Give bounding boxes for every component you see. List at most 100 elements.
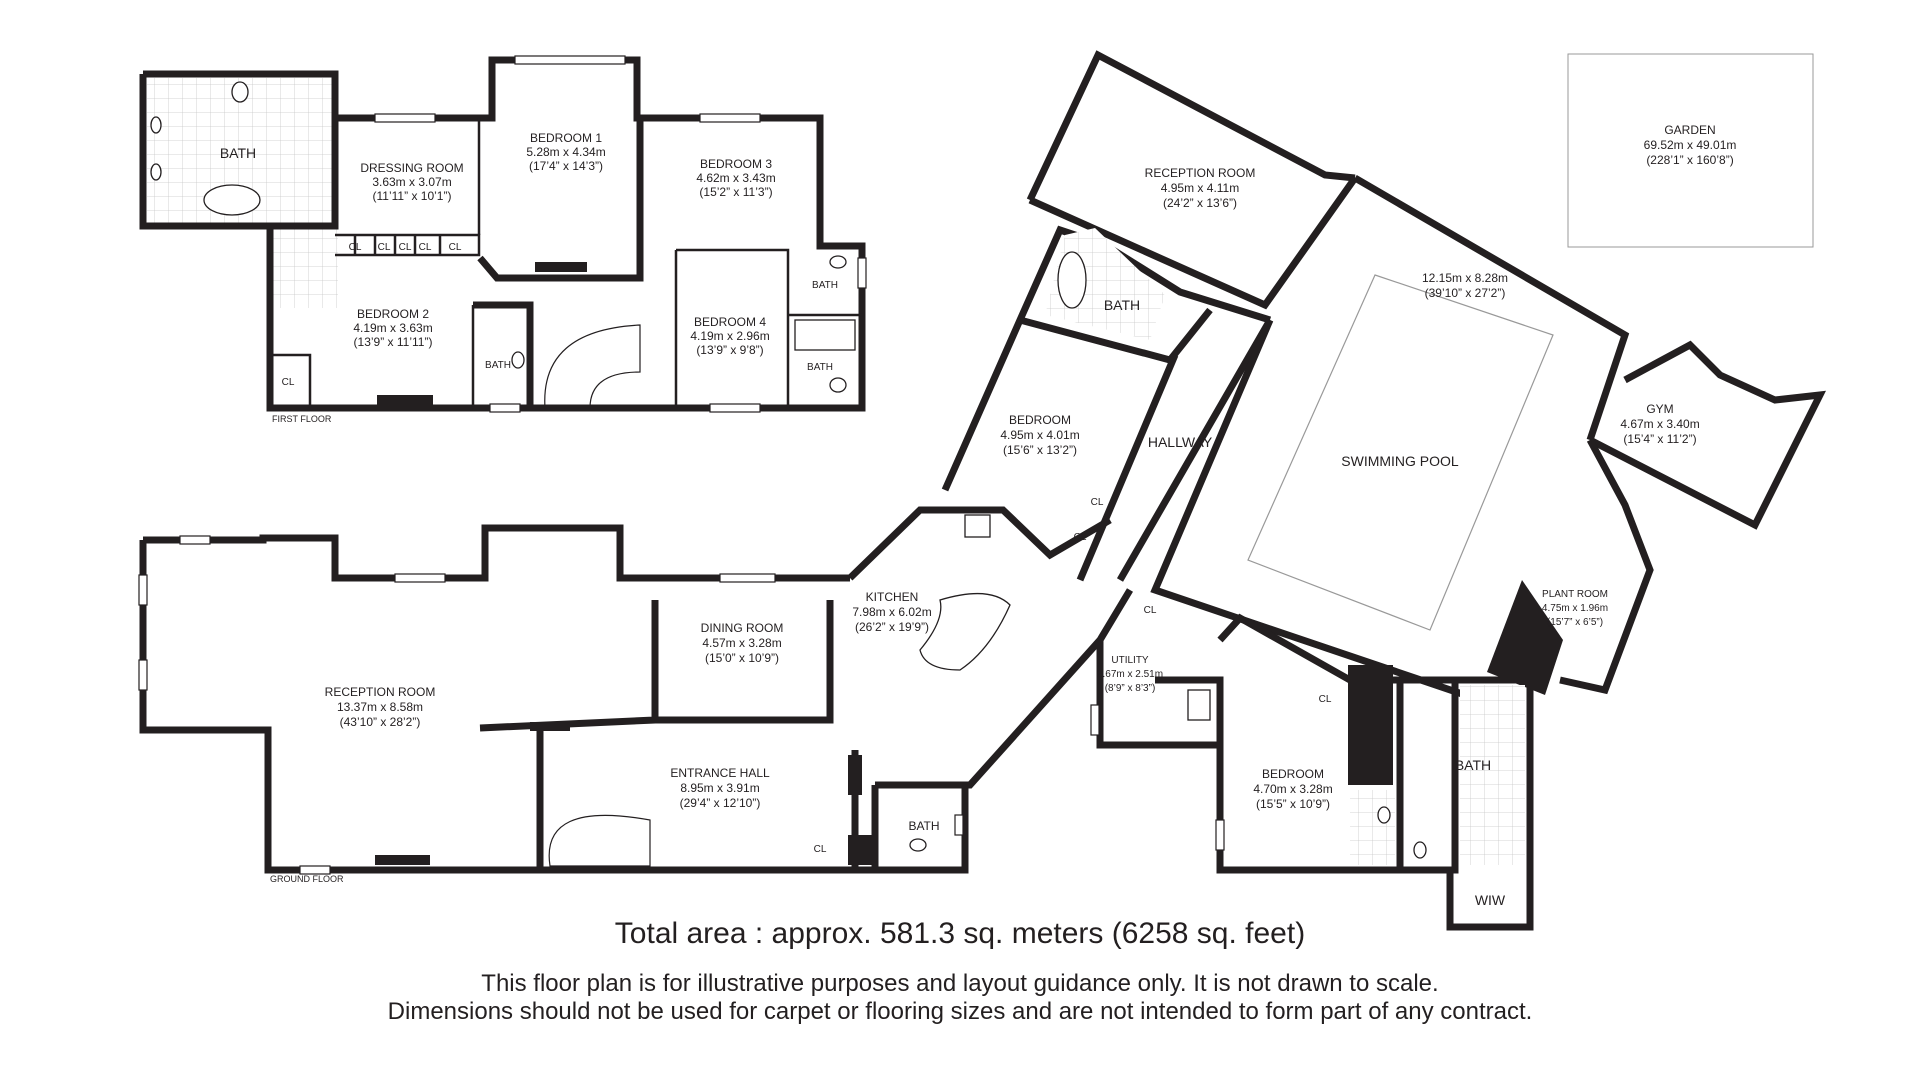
- first-floor-plan: BATH DRESSING ROOM 3.63m x 3.07m (11’11”…: [139, 55, 867, 424]
- dining-kitchen-wall: [655, 600, 834, 724]
- column: [1348, 665, 1393, 785]
- window: [1090, 704, 1100, 736]
- bedroom1-right-wall: [477, 118, 644, 282]
- bedroom1-label: BEDROOM 1: [530, 131, 602, 145]
- toilet: [829, 377, 847, 393]
- basin: [150, 116, 162, 134]
- disclaimer-line-1: This floor plan is for illustrative purp…: [481, 970, 1439, 997]
- window: [374, 113, 436, 123]
- kitchen-lower-diagonal: [875, 588, 1134, 789]
- disclaimer-line-2: Dimensions should not be used for carpet…: [387, 998, 1533, 1025]
- entrance-hall-label: ENTRANCE HALL: [670, 766, 770, 780]
- utility-label: UTILITY: [1111, 655, 1149, 666]
- bedroom3-metric: 4.62m x 3.43m: [696, 171, 775, 185]
- first-floor-labels: BATH DRESSING ROOM 3.63m x 3.07m (11’11”…: [220, 131, 838, 424]
- upper-bath-label: BATH: [1104, 297, 1140, 313]
- window: [138, 659, 148, 691]
- kitchen-island: [919, 592, 1011, 671]
- closet-label: CL: [399, 242, 412, 253]
- garden-metric: 69.52m x 49.01m: [1644, 138, 1737, 152]
- kitchen-imperial: (26’2” x 19’9”): [855, 620, 929, 634]
- reception-main-metric: 13.37m x 8.58m: [337, 700, 423, 714]
- bedroom2-label: BEDROOM 2: [357, 307, 429, 321]
- fireplace: [848, 755, 862, 795]
- toilet: [1413, 841, 1427, 859]
- dining-metric: 4.57m x 3.28m: [702, 636, 781, 650]
- lower-bath-tiles: [1350, 790, 1395, 865]
- pool-left-wall: [1150, 318, 1482, 704]
- closet-label: CL: [1319, 694, 1332, 705]
- bedroom3-imperial: (15’2” x 11’3”): [699, 185, 772, 199]
- dressing-room-label: DRESSING ROOM: [360, 161, 463, 175]
- dining-imperial: (15’0” x 10’9”): [705, 651, 779, 665]
- basin: [829, 255, 847, 269]
- bathtub: [203, 184, 261, 216]
- bedroom1-imperial: (17’4” x 14’3”): [529, 159, 603, 173]
- window: [179, 535, 211, 545]
- ff-bath2-label: BATH: [812, 280, 838, 291]
- lower-bedroom-wall: [1216, 613, 1459, 874]
- first-floor-caption: FIRST FLOOR: [272, 414, 332, 424]
- fireplace: [377, 395, 433, 405]
- wiw-wall: [1446, 870, 1534, 931]
- kitchen-outer-wall: [847, 506, 1112, 581]
- gf-bath-label: BATH: [908, 819, 939, 833]
- reception-upper-lower: [1028, 175, 1358, 310]
- closets-row: [335, 233, 481, 257]
- right-bath-label: BATH: [1455, 757, 1491, 773]
- bedroom2-metric: 4.19m x 3.63m: [353, 321, 432, 335]
- window: [709, 403, 761, 413]
- upper-bedroom-label: BEDROOM: [1009, 413, 1071, 427]
- closet-box-bottom: [270, 353, 312, 408]
- plant-room-label: PLANT ROOM: [1542, 589, 1608, 600]
- ground-outer-wall-left: [143, 524, 850, 582]
- dining-label: DINING ROOM: [701, 621, 784, 635]
- right-bath-tiles: [1460, 685, 1525, 865]
- window: [394, 573, 446, 583]
- hallway-left-wall: [1076, 353, 1179, 582]
- closet-label: CL: [449, 242, 462, 253]
- ff-bath-label: BATH: [220, 145, 256, 161]
- closet-label: CL: [349, 242, 362, 253]
- fireplace: [530, 722, 570, 731]
- window: [719, 573, 776, 583]
- first-floor-stair: [544, 324, 641, 409]
- reception-main-imperial: (43’10” x 28’2”): [340, 715, 421, 729]
- closet-label: CL: [1074, 532, 1087, 543]
- kitchen-metric: 7.98m x 6.02m: [852, 605, 931, 619]
- reception-upper-imperial: (24’2” x 13’6”): [1163, 196, 1237, 210]
- bedroom4-label: BEDROOM 4: [694, 315, 766, 329]
- garden-box: GARDEN 69.52m x 49.01m (228’1” x 160’8”): [1567, 53, 1814, 248]
- right-bath-wall: [1455, 676, 1534, 870]
- bedroom4-metric: 4.19m x 2.96m: [690, 329, 769, 343]
- dressing-tiles: [268, 228, 338, 308]
- fireplace: [375, 855, 430, 865]
- bedroom1-metric: 5.28m x 4.34m: [526, 145, 605, 159]
- toilet: [231, 81, 249, 103]
- plant-room-wall: [1559, 438, 1654, 695]
- plant-room-imperial: (15’7” x 6’5”): [1547, 617, 1603, 628]
- plant-room-solid: [1487, 580, 1563, 695]
- toilet: [909, 838, 927, 852]
- basin: [150, 163, 162, 181]
- ground-floor-caption: GROUND FLOOR: [270, 874, 344, 884]
- ground-outer-wall-left-side: [139, 540, 878, 874]
- bedroom3-label: BEDROOM 3: [700, 157, 772, 171]
- fireplace: [848, 835, 872, 865]
- window: [514, 55, 626, 65]
- window: [699, 113, 761, 123]
- window: [857, 257, 867, 289]
- bedroom4-imperial: (13’9” x 9’8”): [696, 343, 763, 357]
- gym-metric: 4.67m x 3.40m: [1620, 417, 1699, 431]
- upper-bedroom-metric: 4.95m x 4.01m: [1000, 428, 1079, 442]
- first-floor-outer-wall: [139, 56, 866, 412]
- swimming-pool-basin: [1247, 274, 1554, 631]
- ff-bath3-label: BATH: [807, 362, 833, 373]
- window: [138, 574, 148, 606]
- window: [299, 865, 331, 875]
- lower-bedroom-metric: 4.70m x 3.28m: [1253, 782, 1332, 796]
- closet-label: CL: [378, 242, 391, 253]
- lower-bedroom-imperial: (15’5” x 10’9”): [1256, 797, 1330, 811]
- toilet: [1377, 806, 1391, 824]
- window: [1215, 819, 1225, 851]
